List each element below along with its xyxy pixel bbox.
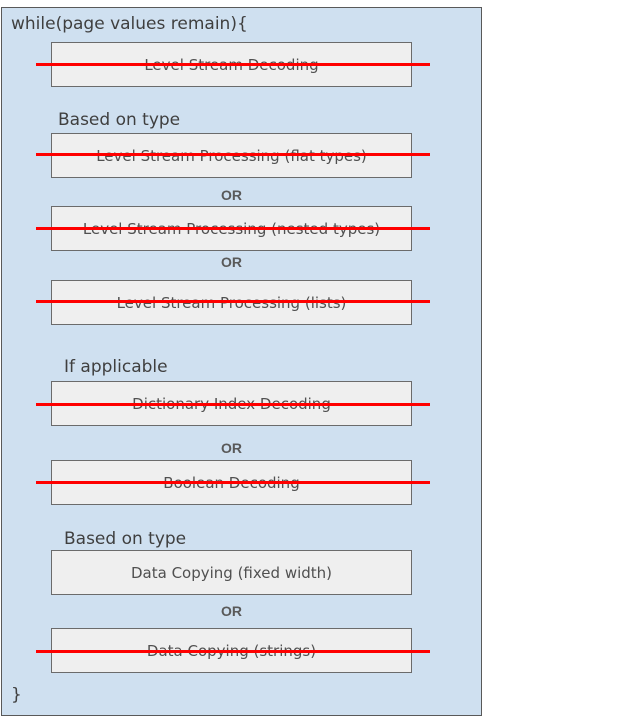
loop-container	[1, 7, 482, 716]
strikethrough-line	[36, 481, 430, 484]
section-label-based-on-type: Based on type	[58, 110, 181, 130]
step-label: Data Copying (fixed width)	[130, 563, 333, 582]
step-data-copying-fixed-width: Data Copying (fixed width)	[51, 550, 412, 595]
strikethrough-line	[36, 300, 430, 303]
section-label-based-on-type: Based on type	[64, 529, 187, 549]
or-label: OR	[221, 254, 242, 270]
strikethrough-line	[36, 650, 430, 653]
strikethrough-line	[36, 403, 430, 406]
or-label: OR	[221, 440, 242, 456]
or-label: OR	[221, 187, 242, 203]
strikethrough-line	[36, 227, 430, 230]
strikethrough-line	[36, 153, 430, 156]
strikethrough-line	[36, 63, 430, 66]
section-label-if-applicable: If applicable	[64, 357, 168, 377]
or-label: OR	[221, 603, 242, 619]
loop-close-label: }	[11, 685, 22, 705]
loop-open-label: while(page values remain){	[11, 14, 248, 34]
